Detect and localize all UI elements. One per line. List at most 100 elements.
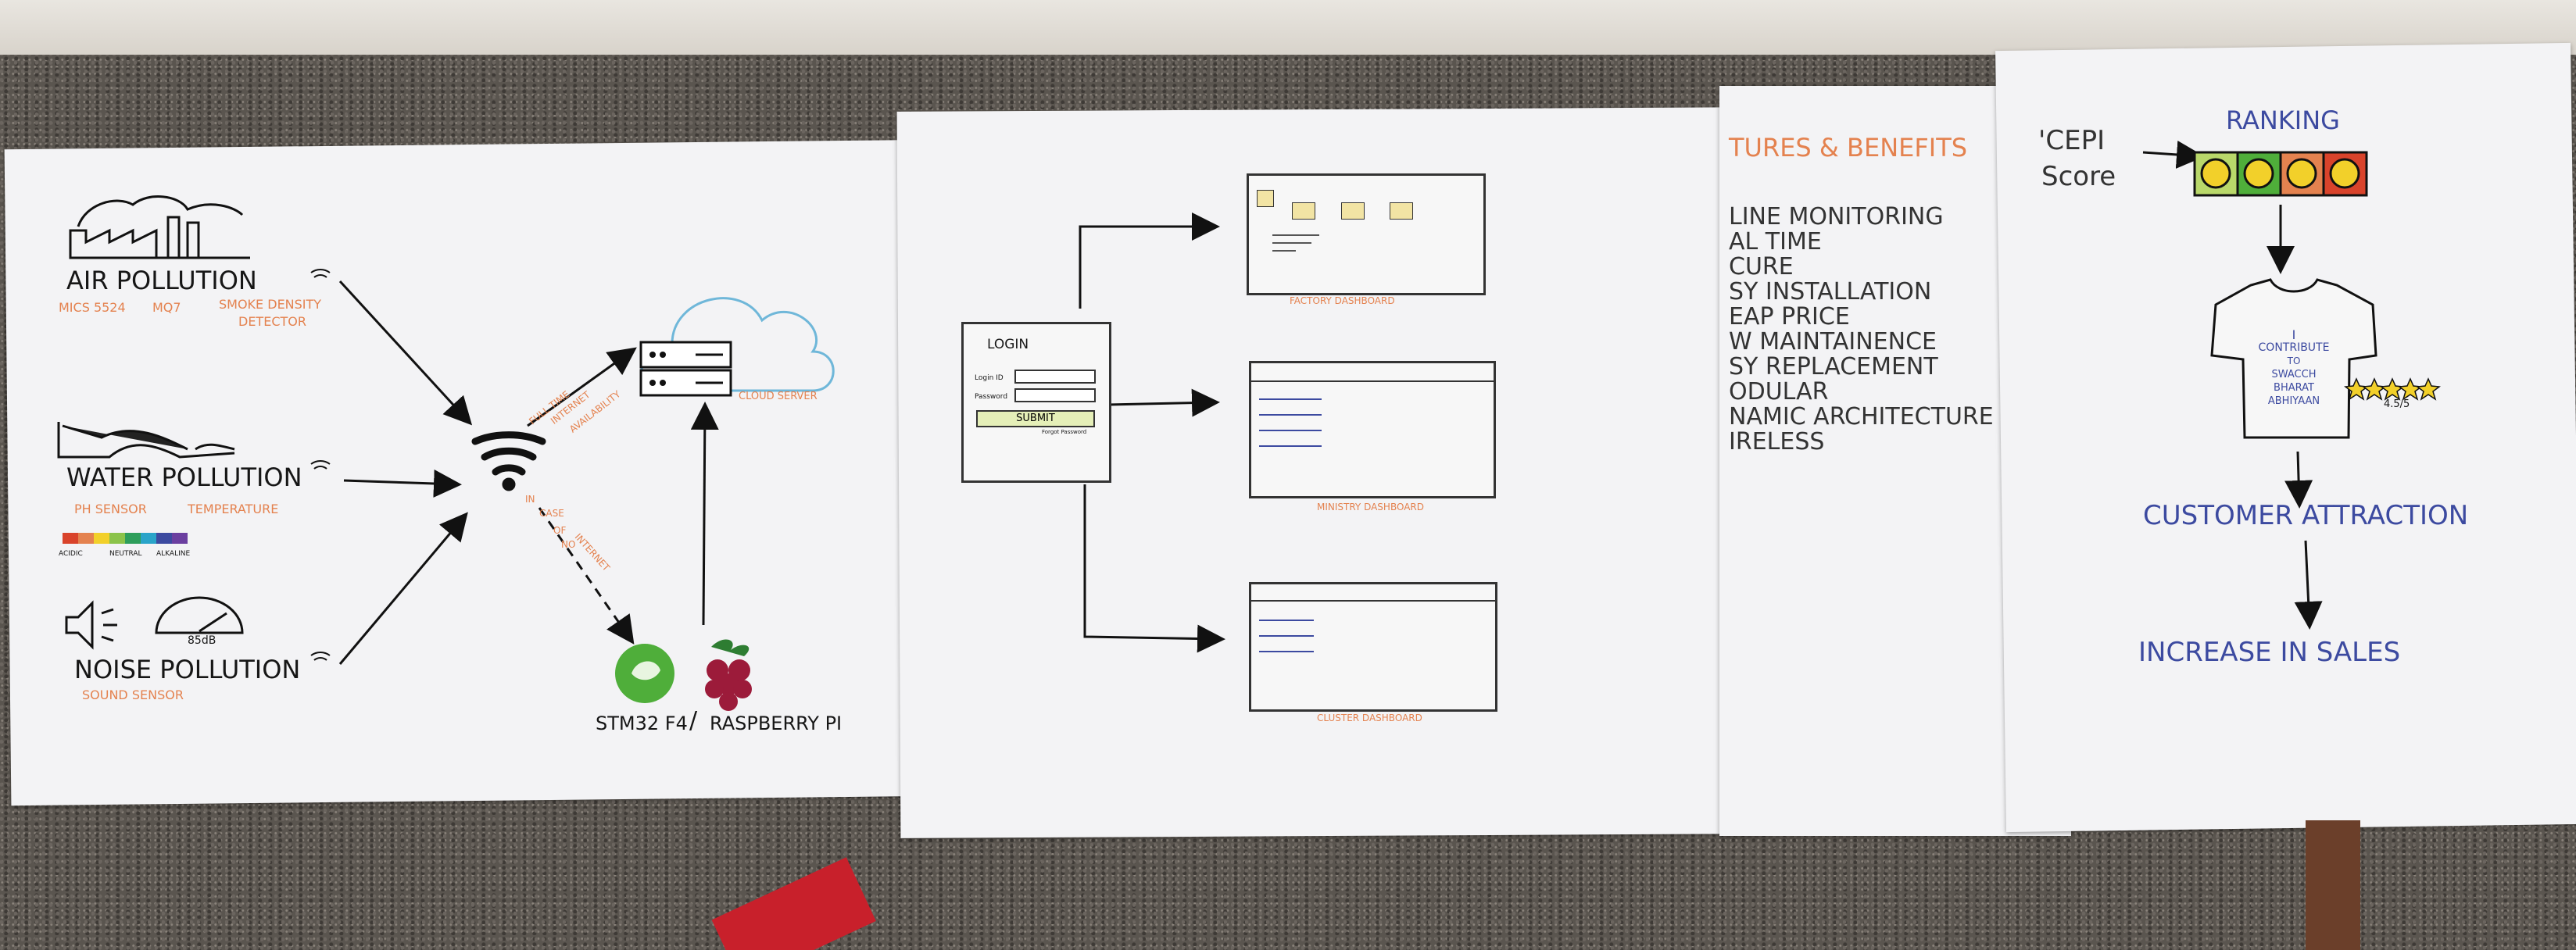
air-sensor-3: SMOKE DENSITY — [219, 297, 322, 312]
password-label: Password — [975, 393, 1008, 401]
cepi-label-line2: Score — [2041, 161, 2116, 192]
ph-scale-label-neutral: NEUTRAL — [109, 550, 142, 558]
ministry-dashboard-label: MINISTRY DASHBOARD — [1317, 502, 1424, 512]
link-label-in: IN — [525, 494, 535, 505]
factory-text-line — [1272, 242, 1311, 244]
ministry-row — [1259, 398, 1322, 400]
water-sensor-2: TEMPERATURE — [188, 502, 279, 516]
signal-icons — [310, 269, 331, 661]
increase-in-sales-label: INCREASE IN SALES — [2138, 637, 2401, 668]
factory-widget — [1341, 202, 1365, 220]
login-id-label: Login ID — [975, 374, 1004, 382]
password-field[interactable] — [1014, 388, 1096, 402]
factory-text-line — [1272, 250, 1296, 252]
arrow-wifi-to-cloud — [527, 347, 637, 427]
link-label-of: OF — [553, 525, 567, 536]
cluster-row — [1259, 620, 1314, 621]
forgot-password-link[interactable]: Forgot Password — [1042, 429, 1087, 435]
ministry-row — [1259, 414, 1322, 416]
wooden-block — [2306, 820, 2360, 950]
feature-item: NAMIC ARCHITECTURE — [1729, 403, 1994, 430]
arrow-login-to-cluster — [1083, 484, 1225, 653]
arrow-board-to-cloud — [690, 402, 719, 626]
air-sensor-1: MICS 5524 — [59, 300, 126, 315]
ph-scale-label-acidic: ACIDIC — [59, 550, 83, 558]
slogan-line: SWACCH — [2271, 369, 2317, 380]
factory-widget — [1257, 190, 1274, 207]
feature-item: IRELESS — [1729, 428, 1825, 455]
submit-button[interactable]: SUBMIT — [976, 410, 1095, 427]
feature-item: LINE MONITORING — [1729, 203, 1944, 230]
ranking-scale — [2193, 151, 2368, 197]
sound-meter-value: 85dB — [188, 634, 216, 647]
air-sensor-3b: DETECTOR — [238, 314, 306, 329]
raspberry-pi-logo — [705, 639, 752, 711]
ministry-row — [1259, 430, 1322, 431]
wall-background — [0, 0, 2576, 55]
noise-pollution-title: NOISE POLLUTION — [74, 655, 301, 684]
cloud-server-label: CLOUD SERVER — [739, 391, 818, 402]
feature-item: W MAINTAINENCE — [1729, 328, 1937, 355]
arrow-water-to-wifi — [343, 469, 462, 498]
features-title: TURES & BENEFITS — [1729, 133, 1968, 162]
water-pollution-title: WATER POLLUTION — [66, 462, 302, 492]
rating-stars — [2344, 377, 2441, 401]
arrow-air-to-wifi — [338, 280, 473, 426]
arrow-attraction-to-sales — [2294, 540, 2323, 630]
cloud-server-icon — [639, 297, 835, 397]
board-separator: / — [689, 707, 698, 734]
cluster-row — [1259, 651, 1314, 652]
board-label-stm: STM32 F4 — [596, 712, 688, 734]
login-mockup: LOGIN Login ID Password SUBMIT Forgot Pa… — [961, 322, 1111, 483]
factory-dashboard-mockup — [1247, 173, 1486, 295]
cluster-dashboard-label: CLUSTER DASHBOARD — [1317, 712, 1422, 723]
wifi-icon — [471, 431, 546, 491]
red-booklet — [711, 857, 876, 950]
login-id-field[interactable] — [1014, 370, 1096, 384]
arrow-login-to-factory — [1079, 212, 1220, 309]
ranking-title: RANKING — [2226, 105, 2340, 135]
air-pollution-title: AIR POLLUTION — [66, 266, 257, 295]
feature-item: AL TIME — [1729, 228, 1822, 255]
arrow-shirt-to-attraction — [2284, 451, 2313, 509]
slogan-line: ABHIYAAN — [2267, 395, 2320, 407]
ministry-dashboard-mockup — [1249, 361, 1496, 498]
factory-widget — [1390, 202, 1413, 220]
feature-item: EAP PRICE — [1729, 303, 1850, 330]
arrow-noise-to-wifi — [338, 512, 468, 665]
slogan-line: TO — [2287, 355, 2301, 366]
speaker-icon — [65, 600, 117, 650]
ph-scale-label-alkaline: ALKALINE — [156, 550, 191, 558]
customer-attraction-label: CUSTOMER ATTRACTION — [2143, 500, 2469, 531]
cluster-header-line — [1251, 600, 1495, 602]
feature-item: SY INSTALLATION — [1729, 278, 1932, 305]
cluster-dashboard-mockup — [1249, 582, 1497, 712]
arrow-login-to-ministry — [1107, 388, 1220, 417]
slogan-line: CONTRIBUTE — [2258, 341, 2330, 354]
arrow-wifi-to-board — [538, 507, 635, 645]
factory-dashboard-label: FACTORY DASHBOARD — [1290, 295, 1395, 306]
slogan-line: I — [2292, 327, 2296, 342]
tshirt-icon — [2210, 278, 2377, 439]
feature-item: SY REPLACEMENT — [1729, 353, 1938, 380]
slogan-line: BHARAT — [2274, 382, 2314, 394]
air-sensor-2: MQ7 — [152, 300, 181, 315]
ph-scale-bar — [63, 533, 188, 544]
water-pollution-icon — [57, 422, 235, 459]
factory-icon — [69, 195, 250, 259]
factory-text-line — [1272, 234, 1319, 236]
login-title: LOGIN — [987, 337, 1029, 352]
ministry-header-line — [1251, 380, 1494, 382]
feature-item: CURE — [1729, 253, 1794, 280]
water-sensor-1: PH SENSOR — [74, 502, 147, 516]
cepi-label-line1: 'CEPI — [2038, 125, 2106, 156]
link-label-no: NO — [561, 539, 576, 550]
cluster-row — [1259, 635, 1314, 637]
sound-meter-icon — [155, 596, 244, 634]
feature-item: ODULAR — [1729, 378, 1829, 405]
noise-sensor-1: SOUND SENSOR — [82, 688, 184, 702]
features-list: LINE MONITORING AL TIME CURE SY INSTALLA… — [1729, 205, 1994, 455]
ministry-row — [1259, 445, 1322, 447]
arrow-cepi-to-ranking — [2142, 140, 2205, 169]
